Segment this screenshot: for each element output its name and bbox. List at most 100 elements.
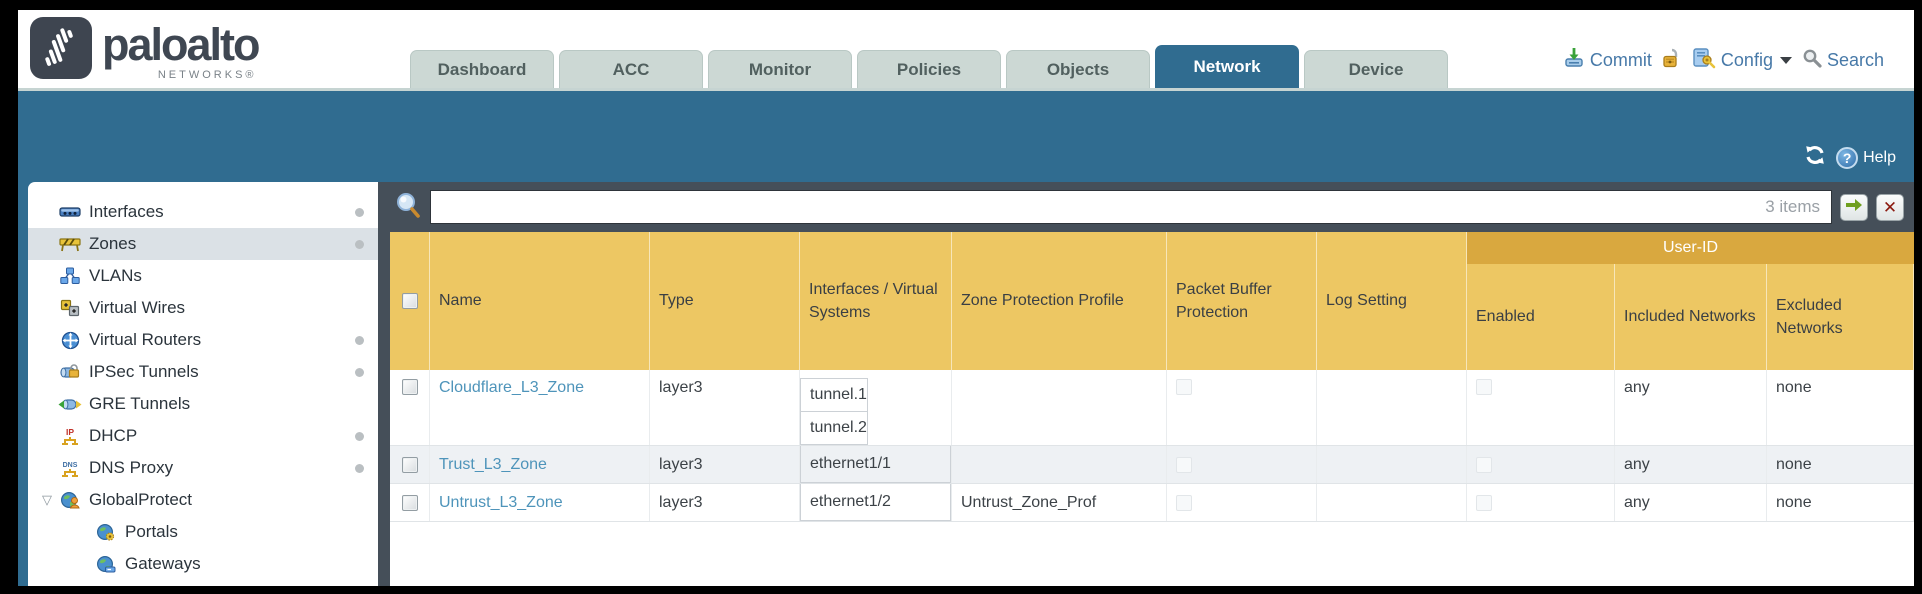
checkbox-icon [401, 494, 418, 511]
interfaces-cell: ethernet1/1 [800, 446, 952, 483]
sidebar-item-label: Virtual Wires [89, 298, 186, 317]
checkbox-icon [401, 456, 418, 473]
zone-type-cell: layer3 [650, 484, 800, 521]
excluded-networks-cell: none [1767, 446, 1914, 483]
zone-protection-profile-cell [952, 370, 1167, 445]
checkbox-icon[interactable] [1176, 456, 1192, 473]
sidebar-item-portals[interactable]: Portals [28, 516, 378, 548]
dhcp-icon: IP [58, 426, 82, 446]
sidebar-item-vlans[interactable]: VLANs [28, 260, 378, 292]
column-header-interfaces-virtual-systems[interactable]: Interfaces / Virtual Systems [800, 232, 952, 370]
tab-objects[interactable]: Objects [1006, 50, 1150, 88]
teal-banner: ? Help [18, 88, 1914, 182]
zone-name-cell: Cloudflare_L3_Zone [430, 370, 650, 445]
tab-policies[interactable]: Policies [857, 50, 1001, 88]
search-button[interactable]: Search [1802, 48, 1884, 73]
zone-name-cell: Trust_L3_Zone [430, 446, 650, 483]
globalprotect-icon [58, 490, 82, 510]
chevron-down-icon [1779, 57, 1792, 64]
column-header-label: Interfaces / Virtual Systems [809, 280, 938, 321]
column-header-label: Log Setting [1326, 292, 1407, 310]
row-checkbox[interactable] [390, 370, 430, 445]
tab-dashboard[interactable]: Dashboard [410, 50, 554, 88]
sidebar-item-label: GRE Tunnels [89, 394, 191, 413]
sidebar-item-ipsec-tunnels[interactable]: IPSec Tunnels [28, 356, 378, 388]
interface-entry: ethernet1/1 [800, 446, 951, 483]
column-header-packet-buffer-protection[interactable]: Packet Buffer Protection [1167, 232, 1317, 370]
config-dropdown[interactable]: Config [1692, 47, 1792, 74]
logo-sub-text: NETWORKS® [157, 69, 257, 81]
refresh-icon[interactable] [1803, 143, 1827, 172]
user-id-enabled-cell [1467, 484, 1615, 521]
tab-acc[interactable]: ACC [559, 50, 703, 88]
zone-name-link[interactable]: Untrust_L3_Zone [439, 493, 563, 511]
tab-network[interactable]: Network [1155, 45, 1299, 88]
apply-filter-button[interactable] [1840, 193, 1868, 221]
zones-icon [58, 234, 82, 254]
column-header-type[interactable]: Type [650, 232, 800, 370]
column-header-name[interactable]: Name [430, 232, 650, 370]
zone-name-link[interactable]: Trust_L3_Zone [439, 455, 547, 473]
column-header-zone-protection-profile[interactable]: Zone Protection Profile [952, 232, 1167, 370]
column-header-label: Type [659, 292, 694, 310]
sidebar-item-zones[interactable]: Zones [28, 228, 378, 260]
status-dot [355, 464, 364, 473]
row-checkbox[interactable] [390, 446, 430, 483]
sidebar-item-dhcp[interactable]: IP DHCP [28, 420, 378, 452]
virtual-wires-icon [58, 298, 82, 318]
sidebar-item-gateways[interactable]: Gateways [28, 548, 378, 580]
tree-expander-icon[interactable]: ▽ [42, 492, 52, 507]
checkbox-icon[interactable] [1476, 379, 1492, 395]
checkbox-icon[interactable] [1476, 494, 1492, 511]
filter-input[interactable] [430, 190, 1832, 224]
sidebar-item-virtual-routers[interactable]: Virtual Routers [28, 324, 378, 356]
tab-monitor[interactable]: Monitor [708, 50, 852, 88]
checkbox-icon[interactable] [1176, 494, 1192, 511]
column-header-included-networks[interactable]: Included Networks [1615, 232, 1767, 370]
column-header-log-setting[interactable]: Log Setting [1317, 232, 1467, 370]
interfaces-icon [58, 202, 82, 222]
checkbox-icon [401, 379, 418, 395]
row-checkbox[interactable] [390, 484, 430, 521]
apply-arrow-icon [1845, 198, 1863, 217]
column-header-label: Name [439, 292, 482, 310]
user-id-enabled-cell [1467, 370, 1615, 445]
column-header-label: Included Networks [1624, 308, 1756, 326]
help-icon[interactable]: ? [1836, 146, 1859, 169]
sidebar-item-label: Zones [89, 234, 137, 253]
status-dot [355, 240, 364, 249]
log-setting-cell [1317, 370, 1467, 445]
svg-text:DNS: DNS [63, 462, 78, 469]
excluded-networks-cell: none [1767, 484, 1914, 521]
column-header-excluded-networks[interactable]: Excluded Networks [1767, 232, 1914, 370]
checkbox-icon[interactable] [1176, 379, 1192, 395]
paloalto-logo: paloalto NETWORKS® [30, 17, 261, 81]
tab-device[interactable]: Device [1304, 50, 1448, 88]
commit-button[interactable]: Commit [1563, 47, 1652, 74]
sidebar-item-gre-tunnels[interactable]: GRE Tunnels [28, 388, 378, 420]
sidebar-item-label: Interfaces [89, 202, 164, 221]
config-icon [1692, 47, 1716, 74]
clear-filter-button[interactable]: ✕ [1876, 193, 1904, 221]
zone-protection-profile-cell [952, 446, 1167, 483]
packet-buffer-protection-cell [1167, 446, 1317, 483]
column-header-enabled[interactable]: Enabled [1467, 232, 1615, 370]
sidebar-item-label: Portals [125, 522, 178, 541]
sidebar-item-globalprotect[interactable]: ▽GlobalProtect [28, 484, 378, 516]
unlocked-padlock-icon[interactable] [1662, 47, 1682, 74]
status-dot [355, 336, 364, 345]
sidebar-item-virtual-wires[interactable]: Virtual Wires [28, 292, 378, 324]
zone-name-link[interactable]: Cloudflare_L3_Zone [439, 379, 584, 396]
select-all-checkbox[interactable] [390, 232, 430, 370]
checkbox-icon[interactable] [1476, 456, 1492, 473]
panel-resizer[interactable] [378, 182, 390, 586]
sidebar-item-label: DHCP [89, 426, 138, 445]
zone-type-cell: layer3 [650, 446, 800, 483]
sidebar-item-interfaces[interactable]: Interfaces [28, 196, 378, 228]
